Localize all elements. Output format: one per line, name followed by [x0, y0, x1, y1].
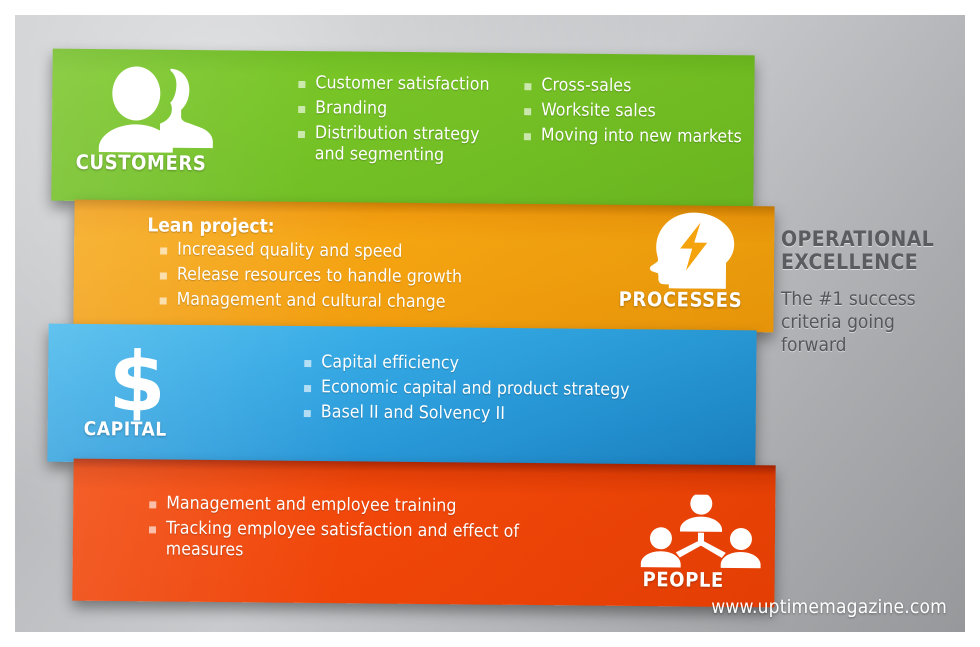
oe-title-line2: EXCELLENCE [781, 250, 919, 274]
customers-bullets-right: Cross-sales Worksite sales Moving into n… [524, 75, 765, 152]
list-item: Basel II and Solvency II [304, 402, 704, 427]
operational-excellence-title: OPERATIONAL EXCELLENCE [781, 228, 957, 274]
svg-text:$: $ [108, 340, 166, 421]
footer-url[interactable]: www.uptimemagazine.com [711, 596, 947, 618]
infographic-canvas: CUSTOMERS Customer satisfaction Branding… [15, 15, 965, 632]
operational-excellence-subtitle: The #1 success criteria going forward [781, 288, 916, 356]
band-customers-label: CUSTOMERS [75, 149, 207, 176]
list-item: Customer satisfaction [298, 73, 508, 96]
people-bullets: Management and employee training Trackin… [149, 493, 570, 568]
list-item: Release resources to handle growth [160, 264, 580, 289]
band-processes-content: Lean project: Increased quality and spee… [73, 200, 774, 333]
band-capital: $ CAPITAL Capital efficiency Economic ca… [47, 323, 757, 469]
oe-title-line1: OPERATIONAL [781, 227, 935, 251]
processes-bullets: Increased quality and speed Release reso… [160, 239, 581, 318]
processes-heading: Lean project: [147, 214, 275, 238]
band-people-content: Management and employee training Trackin… [72, 459, 775, 608]
band-processes: Lean project: Increased quality and spee… [73, 199, 775, 333]
capital-bullets: Capital efficiency Economic capital and … [304, 352, 705, 431]
dollar-sign-icon: $ [104, 335, 171, 431]
list-item: Capital efficiency [304, 352, 704, 377]
band-customers-content: CUSTOMERS Customer satisfaction Branding… [51, 49, 754, 208]
list-item: Management and cultural change [160, 289, 580, 314]
list-item: Cross-sales [524, 75, 764, 98]
head-with-lightning-icon [634, 210, 745, 289]
list-item: Distribution strategy and segmenting [298, 123, 508, 167]
list-item: Increased quality and speed [160, 239, 580, 264]
band-customers: CUSTOMERS Customer satisfaction Branding… [51, 48, 755, 208]
people-org-chart-icon [640, 492, 762, 571]
band-capital-label: CAPITAL [83, 417, 167, 441]
list-item: Management and employee training [149, 493, 569, 518]
side-panel: OPERATIONAL EXCELLENCE The #1 success cr… [781, 228, 957, 357]
list-item: Economic capital and product strategy [304, 377, 704, 402]
two-people-icon [74, 62, 225, 153]
band-processes-label: PROCESSES [618, 286, 743, 313]
list-item: Tracking employee satisfaction and effec… [149, 518, 569, 564]
band-people: Management and employee training Trackin… [72, 458, 776, 608]
list-item: Worksite sales [524, 100, 764, 123]
band-capital-content: $ CAPITAL Capital efficiency Economic ca… [47, 324, 756, 469]
band-people-label: PEOPLE [642, 567, 725, 592]
list-item: Moving into new markets [524, 125, 764, 148]
customers-bullets-left: Customer satisfaction Branding Distribut… [298, 73, 509, 171]
list-item: Branding [298, 98, 508, 121]
